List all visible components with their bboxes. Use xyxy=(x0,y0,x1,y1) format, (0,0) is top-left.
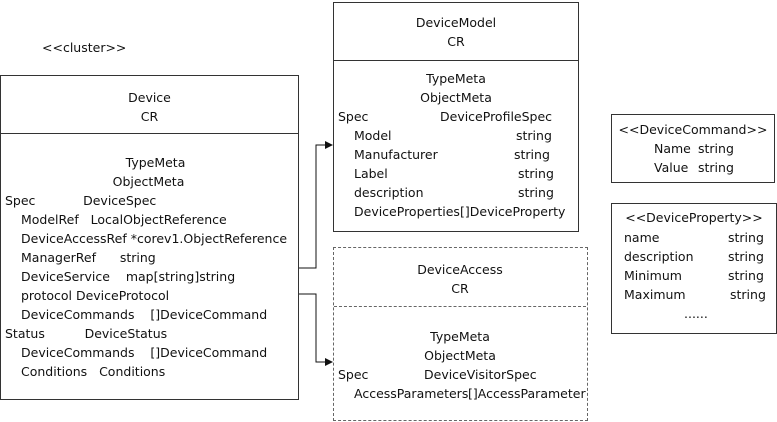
deviceaccess-spec-label: Spec xyxy=(338,367,369,382)
device-line-status-devicecommands: DeviceCommands []DeviceCommand xyxy=(21,345,268,360)
device-line-spec: Spec DeviceSpec xyxy=(5,193,157,208)
devicecommand-box: <<DeviceCommand>> Name string Value stri… xyxy=(611,114,775,183)
devicemodel-type-manufacturer: string xyxy=(514,147,550,162)
device-line-modelref: ModelRef LocalObjectReference xyxy=(21,212,227,227)
devicemodel-title: DeviceModel xyxy=(415,15,497,30)
devicecommand-type-name: string xyxy=(698,141,734,156)
device-to-deviceaccess-arrow xyxy=(299,293,333,366)
deviceproperty-field-maximum: Maximum xyxy=(624,287,686,302)
deviceproperty-field-description: description xyxy=(624,249,694,264)
device-line-devicecommands: DeviceCommands []DeviceCommand xyxy=(21,307,268,322)
deviceproperty-type-description: string xyxy=(728,249,764,264)
devicemodel-subtitle: CR xyxy=(447,34,465,49)
deviceaccess-title: DeviceAccess xyxy=(417,262,503,277)
device-line-status: Status DeviceStatus xyxy=(5,326,168,341)
device-line-protocol: protocol DeviceProtocol xyxy=(21,288,170,303)
deviceaccess-line-typemeta: TypeMeta xyxy=(430,329,490,344)
devicemodel-spec-label: Spec xyxy=(338,109,369,124)
deviceproperty-ellipsis: ...... xyxy=(684,306,708,321)
device-line-deviceaccessref: DeviceAccessRef *corev1.ObjectReference xyxy=(21,231,288,246)
devicecommand-type-value: string xyxy=(698,160,734,175)
devicemodel-type-model: string xyxy=(516,128,552,143)
devicemodel-spec-type: DeviceProfileSpec xyxy=(440,109,553,124)
cluster-label: <<cluster>> xyxy=(42,40,127,55)
devicemodel-type-description: string xyxy=(518,185,554,200)
device-cr-box: Device CR TypeMeta ObjectMeta Spec Devic… xyxy=(0,75,299,400)
deviceaccess-line-objectmeta: ObjectMeta xyxy=(424,348,496,363)
deviceproperty-type-maximum: string xyxy=(730,287,766,302)
deviceaccess-type-accessparameters: []AccessParameter xyxy=(468,386,586,401)
deviceaccess-subtitle: CR xyxy=(451,281,469,296)
device-line-deviceservice: DeviceService map[string]string xyxy=(21,269,236,284)
device-line-objectmeta: ObjectMeta xyxy=(112,174,185,189)
devicemodel-field-description: description xyxy=(354,185,424,200)
devicemodel-field-model: Model xyxy=(354,128,392,143)
deviceaccess-divider xyxy=(334,306,586,307)
devicemodel-line-objectmeta: ObjectMeta xyxy=(420,90,492,105)
device-divider xyxy=(1,133,298,134)
devicemodel-type-label: string xyxy=(518,166,554,181)
deviceaccess-cr-box: DeviceAccess CR TypeMeta ObjectMeta Spec… xyxy=(333,247,588,421)
device-subtitle: CR xyxy=(140,109,159,124)
deviceproperty-title: <<DeviceProperty>> xyxy=(625,210,763,225)
devicemodel-line-typemeta: TypeMeta xyxy=(426,71,486,86)
device-title: Device xyxy=(128,90,171,105)
devicemodel-field-deviceproperties: DeviceProperties xyxy=(354,204,460,219)
devicemodel-field-label: Label xyxy=(354,166,388,181)
devicecommand-field-value: Value xyxy=(654,160,689,175)
devicemodel-field-manufacturer: Manufacturer xyxy=(354,147,438,162)
devicecommand-field-name: Name xyxy=(654,141,691,156)
deviceaccess-spec-type: DeviceVisitorSpec xyxy=(424,367,537,382)
devicemodel-cr-box: DeviceModel CR TypeMeta ObjectMeta Spec … xyxy=(333,2,579,232)
deviceproperty-box: <<DeviceProperty>> name string descripti… xyxy=(611,203,777,334)
devicecommand-title: <<DeviceCommand>> xyxy=(618,122,768,137)
device-line-typemeta: TypeMeta xyxy=(125,155,186,170)
deviceproperty-type-minimum: string xyxy=(728,268,764,283)
device-line-conditions: Conditions Conditions xyxy=(21,364,166,379)
devicemodel-type-deviceproperties: []DeviceProperty xyxy=(460,204,566,219)
device-line-managerref: ManagerRef string xyxy=(21,250,156,265)
deviceaccess-field-accessparameters: AccessParameters xyxy=(354,386,469,401)
deviceproperty-field-minimum: Minimum xyxy=(624,268,682,283)
deviceproperty-field-name: name xyxy=(624,230,660,245)
deviceproperty-type-name: string xyxy=(728,230,764,245)
devicemodel-divider xyxy=(334,60,578,61)
